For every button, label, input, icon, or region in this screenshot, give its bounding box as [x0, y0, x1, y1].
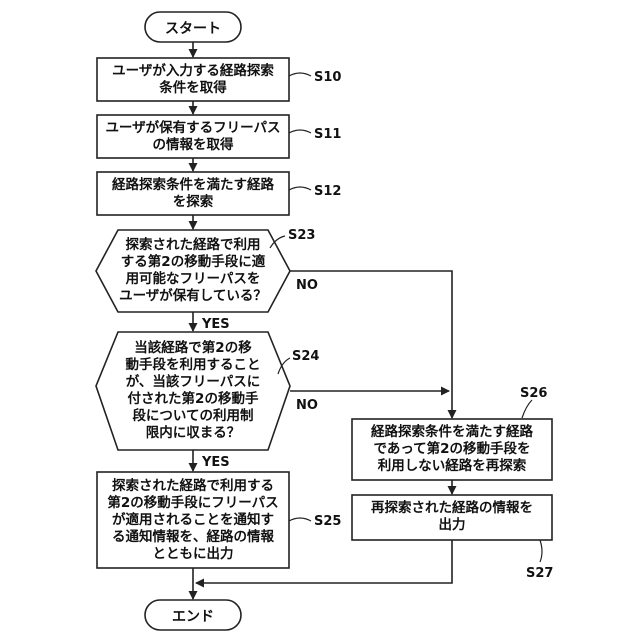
step-label-s12: S12 [314, 184, 341, 199]
leader-s26 [522, 400, 532, 418]
step-s10-text: ユーザが入力する経路探索 条件を取得 [97, 63, 289, 97]
leader-s11 [289, 130, 311, 133]
leader-s27 [540, 540, 542, 562]
branch-yes-s23: YES [202, 317, 230, 332]
step-label-s11: S11 [314, 127, 341, 142]
step-label-s27: S27 [526, 566, 553, 581]
branch-no-s24: NO [296, 398, 318, 413]
step-label-s26: S26 [520, 386, 547, 401]
step-s12-text: 経路探索条件を満たす経路 を探索 [97, 177, 289, 211]
branch-no-s23: NO [296, 278, 318, 293]
step-s27-text: 再探索された経路の情報を 出力 [352, 500, 552, 534]
leader-s25 [289, 518, 311, 521]
arrow-s23-no [290, 271, 452, 418]
start-label: スタート [145, 18, 241, 38]
step-s26-text: 経路探索条件を満たす経路 であって第2の移動手段を 利用しない経路を再探索 [352, 424, 552, 475]
decision-s24-text: 当該経路で第2の移 動手段を利用すること が、当該フリーパスに 付された第2の移… [104, 340, 282, 442]
branch-yes-s24: YES [202, 455, 230, 470]
step-label-s25: S25 [314, 514, 341, 529]
step-label-s24: S24 [292, 349, 319, 364]
end-label: エンド [145, 606, 241, 626]
decision-s23-text: 探索された経路で利用 する第2の移動手段に適 用可能なフリーパスを ユーザが保有… [104, 237, 282, 305]
leader-s12 [289, 187, 311, 190]
step-label-s10: S10 [314, 70, 341, 85]
step-label-s23: S23 [288, 228, 315, 243]
step-s11-text: ユーザが保有するフリーパス の情報を取得 [97, 120, 289, 154]
leader-s10 [289, 73, 311, 76]
step-s25-text: 探索された経路で利用する 第2の移動手段にフリーパス が適用されることを通知す … [97, 478, 289, 563]
